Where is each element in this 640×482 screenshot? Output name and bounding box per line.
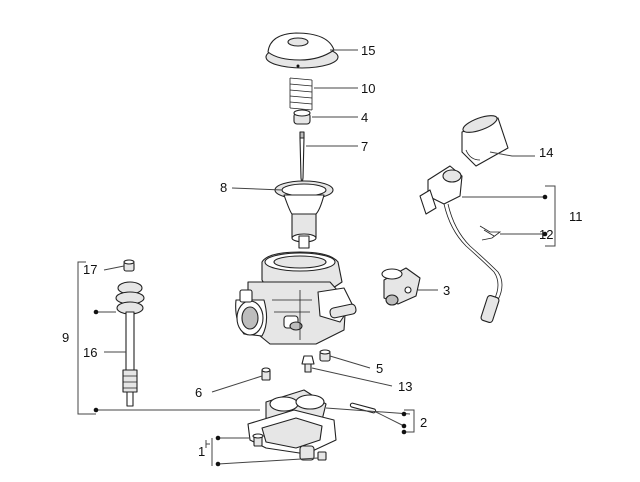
callout-5: 5 [376, 361, 383, 376]
part-7-needle [299, 131, 305, 185]
callout-9: 9 [62, 330, 69, 345]
callout-1: 1 [198, 444, 205, 459]
callout-13: 13 [398, 379, 412, 394]
part-13-valve [301, 355, 315, 373]
callout-12: 12 [539, 227, 553, 242]
part-11-choke-cable [419, 165, 503, 323]
part-6-screw [261, 367, 271, 381]
callout-11: 11 [569, 209, 583, 224]
part-10-spring [289, 77, 313, 111]
callout-14: 14 [539, 145, 553, 160]
part-4-retainer [293, 109, 311, 125]
callout-numbers: 15 10 4 7 14 8 11 12 3 17 9 16 5 6 13 2 … [62, 43, 583, 459]
carburettor-body [235, 251, 357, 345]
callout-2: 2 [420, 415, 427, 430]
part-5-jet [319, 349, 331, 362]
callout-6: 6 [195, 385, 202, 400]
callout-16: 16 [83, 345, 97, 360]
part-1-float-bowl [247, 409, 337, 461]
part-14-cap [461, 115, 509, 167]
callout-10: 10 [361, 81, 375, 96]
callout-4: 4 [361, 110, 368, 125]
part-8-diaphragm [274, 180, 334, 249]
callout-8: 8 [220, 180, 227, 195]
leader-dots [93, 194, 548, 467]
callout-7: 7 [361, 139, 368, 154]
part-17-cap [123, 259, 135, 272]
part-3-starter [381, 267, 421, 306]
part-15-cover [265, 32, 339, 69]
callout-15: 15 [361, 43, 375, 58]
part-16-jet [115, 281, 145, 407]
callout-3: 3 [443, 283, 450, 298]
part-12-clip [479, 225, 502, 241]
callout-17: 17 [83, 262, 97, 277]
leader-lines [77, 49, 556, 466]
